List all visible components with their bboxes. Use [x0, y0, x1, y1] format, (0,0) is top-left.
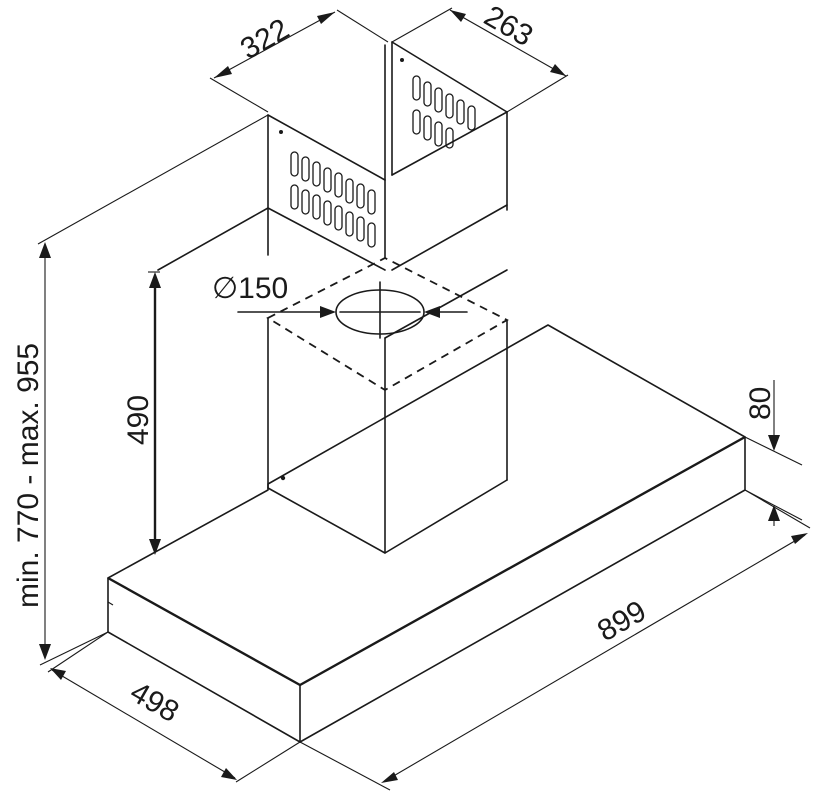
dim-total-height: [37, 114, 269, 666]
dim-canopy-depth: [47, 631, 301, 783]
screw-dot: [279, 130, 283, 134]
upper-chimney: [157, 41, 508, 271]
label-duct-diameter: ∅150: [212, 272, 288, 305]
dim-canopy-height: [744, 380, 803, 526]
label-canopy-height: 80: [744, 387, 777, 420]
label-total-height: min. 770 - max. 955: [12, 343, 45, 608]
left-vent-slots: [290, 151, 376, 248]
canopy: [107, 324, 746, 743]
label-canopy-depth: 498: [125, 675, 185, 729]
dim-chimney-width: [209, 9, 389, 113]
dim-canopy-width: [299, 489, 811, 791]
screw-dot: [400, 58, 404, 62]
label-chimney-height: 490: [122, 395, 155, 445]
lower-chimney: [267, 269, 508, 554]
dim-chimney-depth: [391, 7, 569, 113]
label-chimney-width: 322: [235, 12, 295, 66]
screw-dot: [280, 475, 286, 481]
lower-chimney-top-outline: [266, 256, 509, 392]
dim-chimney-height: [148, 271, 161, 555]
duct-outlet: [237, 281, 468, 339]
right-vent-slots: [412, 75, 476, 149]
label-canopy-width: 899: [592, 594, 652, 648]
label-chimney-depth: 263: [479, 0, 539, 53]
